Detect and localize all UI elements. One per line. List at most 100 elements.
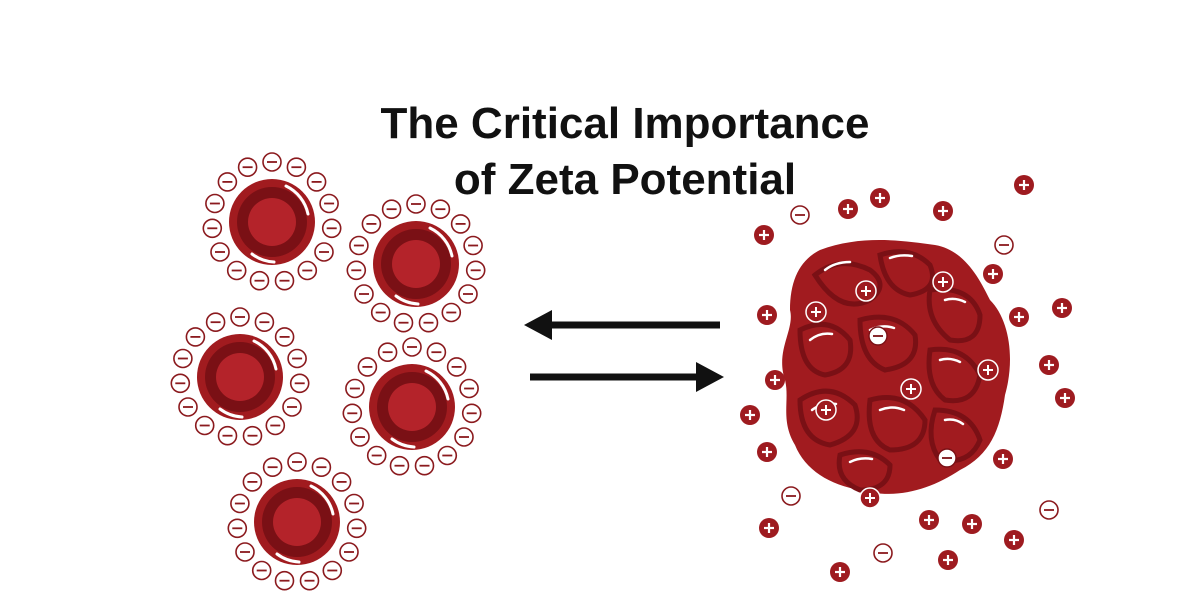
negative-charge-icon (178, 397, 198, 417)
negative-charge-icon (426, 342, 447, 363)
negative-charge-icon (229, 493, 250, 514)
negative-charge-icon (354, 284, 374, 304)
negative-charge-icon (441, 302, 462, 323)
negative-charge-icon (237, 157, 258, 178)
negative-charge-icon (265, 415, 286, 436)
arrow-left-icon (524, 310, 720, 340)
negative-charge-icon (204, 193, 225, 214)
negative-ion-icon (781, 486, 801, 506)
negative-charge-icon (242, 471, 263, 492)
negative-charge-icon (350, 427, 370, 447)
negative-charge-icon (254, 312, 275, 333)
negative-charge-icon (227, 518, 248, 539)
negative-charge-icon (414, 455, 435, 476)
positive-ion-icon (960, 512, 984, 536)
negative-charge-icon (366, 445, 387, 466)
negative-charge-icon (251, 560, 272, 581)
negative-ion-icon (994, 235, 1014, 255)
red-blood-cell-icon (342, 337, 482, 476)
negative-ion-icon (790, 205, 810, 225)
positive-ion-icon (757, 516, 781, 540)
negative-charge-icon (274, 570, 295, 591)
negative-charge-icon (465, 260, 486, 281)
positive-ion-icon (752, 223, 776, 247)
positive-ion-icon (1007, 305, 1031, 329)
positive-ion-icon (1053, 386, 1077, 410)
title-line-1: The Critical Importance (380, 99, 870, 148)
page-title: The Critical Importance of Zeta Potentia… (0, 96, 1200, 208)
negative-charge-icon (381, 199, 402, 220)
positive-ion-icon (836, 197, 860, 221)
negative-charge-icon (249, 270, 270, 291)
negative-charge-icon (342, 403, 363, 424)
red-blood-cell-icon (227, 452, 367, 591)
negative-charge-icon (172, 348, 193, 369)
red-blood-cell-icon (170, 307, 310, 446)
negative-charge-icon (446, 356, 467, 377)
negative-charge-icon (306, 171, 327, 192)
negative-charge-icon (361, 213, 382, 234)
equilibrium-arrows (524, 310, 724, 392)
positive-ion-icon (931, 199, 955, 223)
negative-charge-icon (217, 171, 238, 192)
negative-charge-icon (321, 218, 342, 239)
positive-ion-icon (755, 440, 779, 464)
negative-charge-icon (194, 415, 215, 436)
positive-ion-icon (738, 403, 762, 427)
negative-ion-icon (1039, 500, 1059, 520)
negative-charge-icon (346, 260, 367, 281)
negative-ion-icon (873, 543, 893, 563)
negative-charge-icon (185, 326, 206, 347)
negative-charge-icon (314, 242, 334, 262)
negative-charge-icon (418, 312, 439, 333)
negative-charge-icon (205, 312, 226, 333)
negative-charge-icon (311, 457, 332, 478)
negative-charge-icon (463, 235, 484, 256)
negative-charge-icon (242, 425, 263, 446)
negative-charge-icon (344, 378, 365, 399)
negative-charge-icon (202, 218, 223, 239)
negative-charge-icon (346, 518, 367, 539)
negative-charge-icon (230, 307, 250, 327)
negative-charge-icon (274, 270, 295, 291)
negative-charge-icon (370, 302, 391, 323)
negative-charge-icon (344, 493, 365, 514)
negative-charge-icon (406, 194, 426, 214)
negative-charge-icon (226, 260, 247, 281)
positive-ion-icon (755, 303, 779, 327)
negative-charge-icon (357, 356, 378, 377)
negative-charge-icon (262, 457, 283, 478)
positive-ion-icon (917, 508, 941, 532)
negative-charge-icon (437, 445, 458, 466)
positive-ion-icon (763, 368, 787, 392)
title-line-2: of Zeta Potential (453, 155, 797, 204)
dispersed-cells-group (170, 152, 486, 591)
negative-charge-icon (282, 397, 302, 417)
negative-charge-icon (319, 193, 340, 214)
positive-ion-icon (1002, 528, 1026, 552)
arrow-right-icon (530, 362, 724, 392)
negative-charge-icon (393, 312, 414, 333)
negative-charge-icon (459, 378, 480, 399)
positive-ion-icon (1050, 296, 1074, 320)
negative-charge-icon (235, 542, 255, 562)
aggregated-cell-cluster-icon (782, 240, 1010, 509)
negative-charge-icon (262, 152, 282, 172)
positive-ion-icon (1037, 353, 1061, 377)
negative-charge-icon (299, 570, 320, 591)
negative-charge-icon (170, 373, 191, 394)
negative-charge-icon (322, 560, 343, 581)
negative-charge-icon (331, 471, 352, 492)
negative-charge-icon (377, 342, 398, 363)
red-blood-cell-icon (346, 194, 486, 333)
negative-charge-icon (289, 373, 310, 394)
negative-charge-icon (348, 235, 369, 256)
negative-charge-icon (458, 284, 478, 304)
negative-charge-icon (339, 542, 359, 562)
negative-charge-icon (210, 242, 230, 262)
negative-charge-icon (217, 425, 238, 446)
positive-ion-icon (991, 447, 1015, 471)
negative-charge-icon (430, 199, 451, 220)
positive-ion-icon (828, 560, 852, 584)
